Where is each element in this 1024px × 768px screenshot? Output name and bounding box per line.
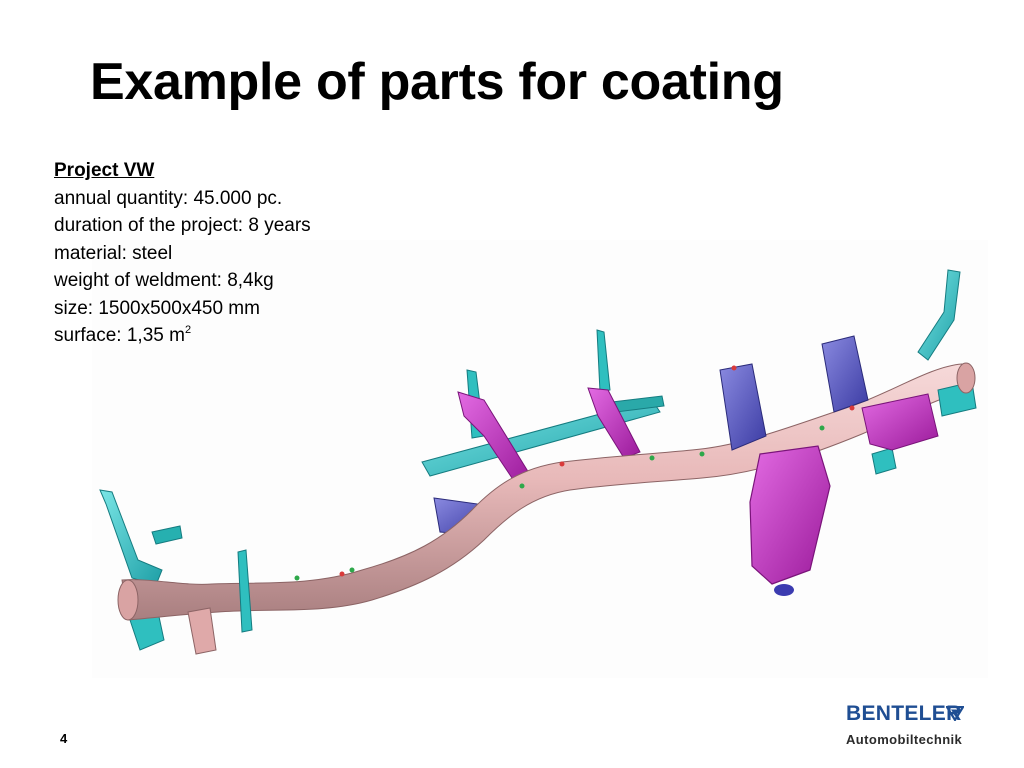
page-number: 4: [60, 731, 68, 746]
spec-weight: weight of weldment: 8,4kg: [54, 270, 274, 291]
spec-annual-quantity: annual quantity: 45.000 pc.: [54, 187, 283, 209]
marker-points: [339, 365, 855, 577]
left-end-bracket: [99, 489, 183, 651]
spec-size: size: 1500x500x450 mm: [54, 297, 260, 319]
spec-surface-text: surface: 1,35 m: [54, 325, 185, 346]
project-heading: Project VW: [54, 160, 155, 181]
slide-title: Example of parts for coating: [90, 53, 784, 111]
blue-bracket-right-1: [719, 363, 767, 451]
part-illustration: [92, 240, 988, 678]
magenta-mount-bracket: [749, 445, 831, 585]
lower-tab: [187, 607, 217, 655]
spec-material: material: steel: [54, 242, 173, 264]
benteler-logo: BENTELER Automobiltechnik: [846, 702, 970, 748]
logo-subtitle: Automobiltechnik: [846, 732, 963, 747]
spec-surface-exponent: 2: [184, 324, 192, 336]
spec-surface: surface: 1,35 m2: [54, 322, 311, 350]
left-flange: [237, 549, 253, 633]
weld-marks: [294, 425, 825, 581]
tube-end-right: [956, 362, 976, 394]
tube-end-left: [117, 579, 139, 621]
benteler-triangle-icon: [946, 706, 964, 721]
mount-bolt: [774, 584, 794, 596]
magenta-plate-right: [861, 393, 939, 451]
project-spec-block: Project VW annual quantity: 45.000 pc. d…: [54, 157, 311, 350]
logo-brand: BENTELER: [846, 702, 962, 725]
spec-duration: duration of the project: 8 years: [54, 215, 311, 236]
blue-bracket-right-2: [821, 335, 869, 413]
